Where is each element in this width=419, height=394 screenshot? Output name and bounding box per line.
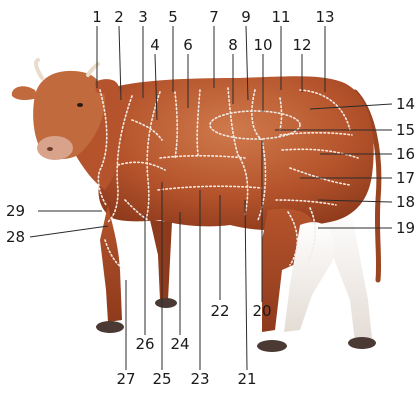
label-11: 11 — [271, 8, 290, 26]
label-18: 18 — [396, 193, 415, 211]
cow-illustration — [12, 60, 379, 352]
right-ear — [95, 79, 119, 94]
label-10: 10 — [253, 36, 272, 54]
label-20: 20 — [252, 302, 271, 320]
label-19: 19 — [396, 219, 415, 237]
label-17: 17 — [396, 169, 415, 187]
nostril — [47, 147, 53, 151]
label-13: 13 — [315, 8, 334, 26]
cow-body — [90, 76, 373, 230]
label-28: 28 — [6, 228, 25, 246]
left-ear — [12, 86, 38, 100]
far-front-leg — [150, 220, 172, 300]
label-7: 7 — [209, 8, 219, 26]
hind-near-hoof — [257, 340, 287, 352]
eye — [77, 103, 83, 107]
label-9: 9 — [241, 8, 251, 26]
far-front-hoof — [155, 298, 177, 308]
far-hind-hoof — [348, 337, 376, 349]
label-16: 16 — [396, 145, 415, 163]
horn-left — [36, 60, 42, 78]
label-15: 15 — [396, 121, 415, 139]
label-6: 6 — [183, 36, 193, 54]
label-4: 4 — [150, 36, 160, 54]
label-5: 5 — [168, 8, 178, 26]
label-8: 8 — [228, 36, 238, 54]
label-12: 12 — [292, 36, 311, 54]
label-27: 27 — [116, 370, 135, 388]
label-14: 14 — [396, 95, 415, 113]
label-1: 1 — [92, 8, 102, 26]
label-2: 2 — [114, 8, 124, 26]
front-near-hoof — [96, 321, 124, 333]
label-3: 3 — [138, 8, 148, 26]
label-22: 22 — [210, 302, 229, 320]
label-23: 23 — [190, 370, 209, 388]
label-24: 24 — [170, 335, 189, 353]
front-near-leg — [100, 205, 122, 322]
label-26: 26 — [135, 335, 154, 353]
label-29: 29 — [6, 202, 25, 220]
label-25: 25 — [152, 370, 171, 388]
muzzle — [37, 136, 73, 160]
label-21: 21 — [237, 370, 256, 388]
